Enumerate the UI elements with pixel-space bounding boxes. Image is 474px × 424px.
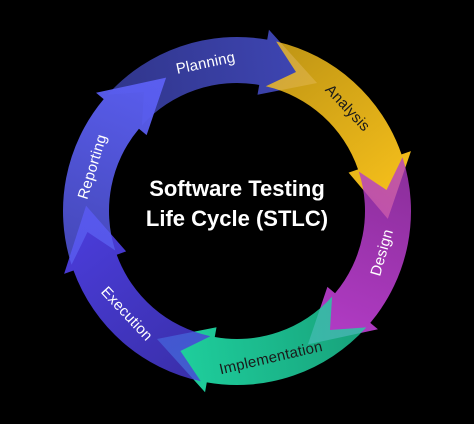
center-title: Software Testing Life Cycle (STLC) xyxy=(117,174,357,234)
stage-arrow-implementation xyxy=(156,296,367,393)
stage-arrow-execution xyxy=(64,205,211,382)
stage-arrow-planning xyxy=(107,29,318,126)
stage-arrow-reporting xyxy=(63,77,167,265)
stage-arrow-design xyxy=(307,157,411,345)
center-title-line-1: Software Testing xyxy=(149,176,325,201)
stage-arrow-analysis xyxy=(265,41,411,219)
center-title-line-2: Life Cycle (STLC) xyxy=(145,206,329,231)
